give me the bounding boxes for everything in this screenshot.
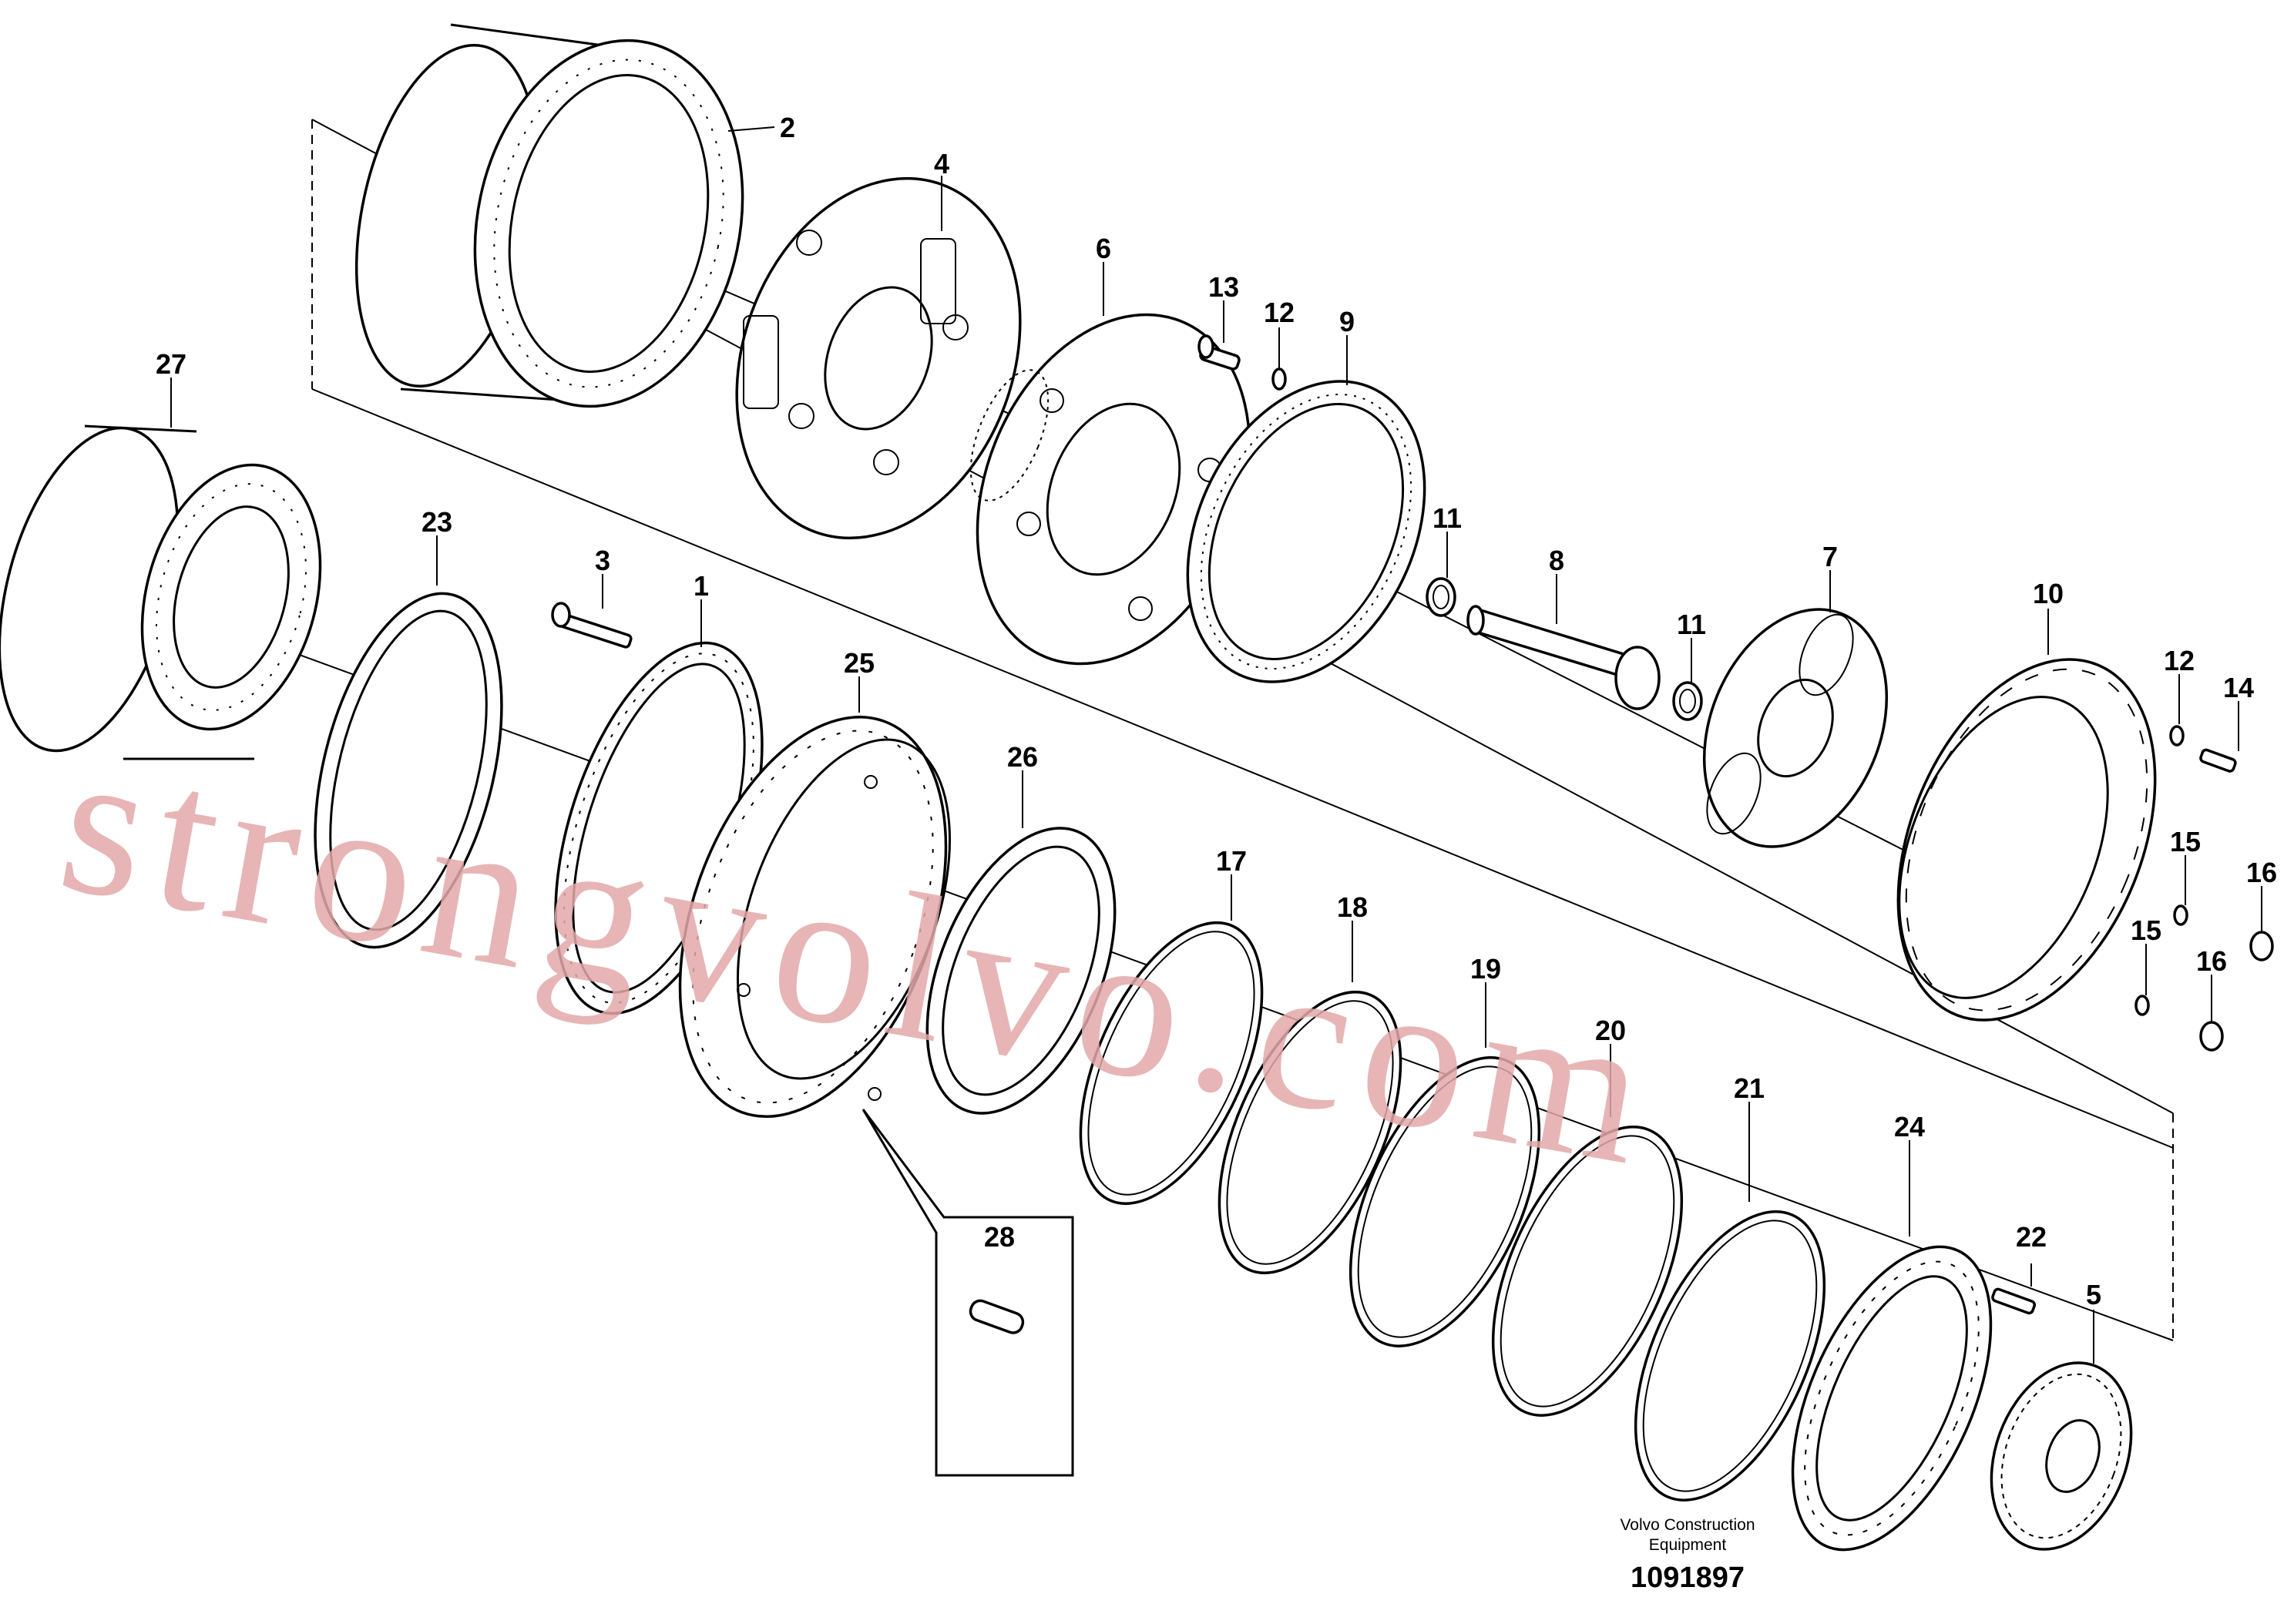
label-part-15-b: 15: [2131, 914, 2161, 946]
label-part-25: 25: [844, 647, 875, 679]
part-11-snap-ring-upper: [1426, 577, 1456, 617]
company-name-line1: Volvo Construction: [1620, 1516, 1755, 1534]
footer: Volvo Construction Equipment 1091897: [1620, 1516, 1755, 1594]
part-24-ring-plate: [1791, 1245, 1993, 1552]
label-part-15-a: 15: [2170, 826, 2201, 857]
part-9-internal-ring-gear: [1186, 380, 1426, 683]
part-19-o-ring: [1349, 1056, 1541, 1347]
part-labels: 2 4 6 13 12 9 27 23 3 1 11 8 11 7 10 12 …: [156, 112, 2277, 1310]
label-part-12-right: 12: [2164, 645, 2195, 676]
label-part-11-upper: 11: [1432, 502, 1462, 534]
label-part-26: 26: [1007, 741, 1038, 773]
part-15-washer-b: [2134, 995, 2150, 1016]
part-7-planet-carrier: [1702, 608, 1889, 848]
part-12-washer-top: [1271, 367, 1287, 391]
label-part-6: 6: [1096, 233, 1111, 264]
label-part-13: 13: [1208, 271, 1239, 303]
part-22-bolt: [1991, 1287, 2037, 1315]
part-15-washer-a: [2173, 904, 2188, 926]
part-13-bolt: [1197, 334, 1241, 371]
label-part-17: 17: [1216, 845, 1247, 877]
part-27-hub: [0, 424, 322, 760]
label-part-5: 5: [2086, 1279, 2101, 1310]
label-part-11-lower: 11: [1677, 609, 1706, 640]
label-part-18: 18: [1337, 891, 1368, 923]
label-part-7: 7: [1822, 541, 1838, 572]
part-28-callout: [862, 1109, 1074, 1477]
label-part-10: 10: [2033, 578, 2064, 609]
label-part-27: 27: [156, 348, 186, 380]
label-part-23: 23: [422, 506, 452, 538]
part-3-bolt: [551, 602, 633, 649]
part-21-o-ring: [1634, 1210, 1826, 1502]
label-part-2: 2: [780, 112, 795, 143]
label-part-1: 1: [694, 570, 709, 602]
leader-lines: [170, 126, 2262, 1364]
label-part-19: 19: [1470, 953, 1501, 985]
part-17-o-ring: [1079, 921, 1264, 1206]
label-part-24: 24: [1894, 1111, 1925, 1143]
label-part-9: 9: [1339, 306, 1355, 337]
label-part-12-top: 12: [1264, 297, 1295, 328]
label-part-20: 20: [1595, 1015, 1626, 1046]
company-name-line2: Equipment: [1649, 1536, 1727, 1554]
label-part-16-b: 16: [2196, 945, 2227, 977]
label-part-28: 28: [984, 1221, 1015, 1253]
label-part-16-a: 16: [2246, 857, 2277, 888]
part-16-plug-b: [2199, 1021, 2224, 1052]
part-8-sun-shaft: [1466, 605, 1661, 710]
label-part-4: 4: [934, 148, 949, 180]
part-25-brake-housing: [678, 716, 951, 1118]
part-26-piston: [925, 827, 1117, 1115]
part-2-ring-gear-housing: [354, 23, 744, 408]
part-11-snap-ring-lower: [1672, 681, 1703, 721]
part-5-gear: [1990, 1361, 2133, 1551]
label-part-14: 14: [2223, 672, 2254, 703]
part-20-o-ring: [1491, 1126, 1684, 1417]
part-12-washer-right: [2169, 725, 2185, 747]
label-part-3: 3: [595, 545, 610, 576]
part-23-seal: [314, 592, 503, 949]
part-14-bolt: [2199, 748, 2237, 773]
part-16-plug-a: [2249, 931, 2274, 961]
part-10-end-cover: [1896, 658, 2157, 1022]
label-part-8: 8: [1549, 545, 1564, 576]
label-part-21: 21: [1734, 1072, 1765, 1104]
drawing-number: 1091897: [1631, 1562, 1745, 1594]
label-part-22: 22: [2016, 1221, 2047, 1253]
